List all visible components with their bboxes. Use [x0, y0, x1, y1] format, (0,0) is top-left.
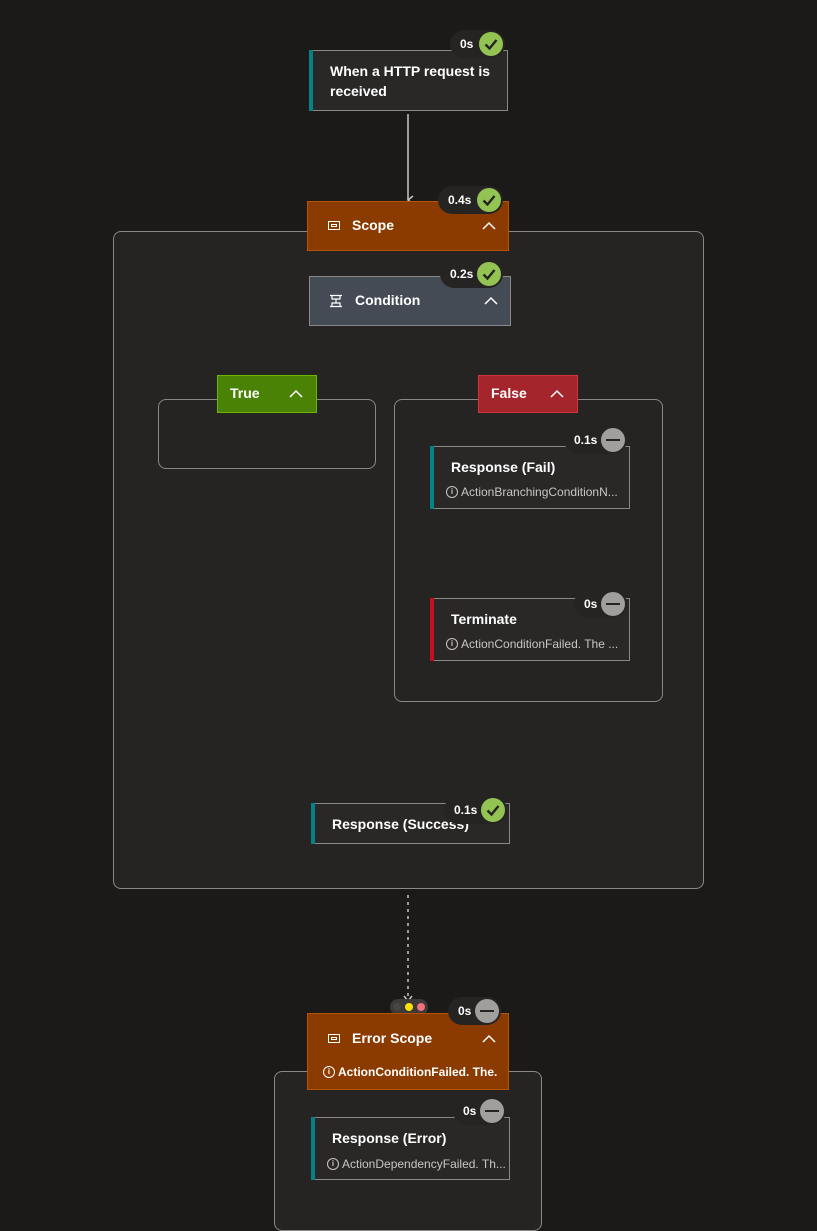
- response-success-title: Response (Success): [332, 816, 469, 832]
- trigger-title: When a HTTP request is received: [330, 63, 490, 99]
- card-accent: [430, 446, 434, 509]
- response-error-status-badge[interactable]: 0s: [453, 1097, 506, 1125]
- message-text: ActionConditionFailed. The ...: [461, 637, 619, 651]
- checkmark-icon: [477, 188, 501, 212]
- minus-icon: [601, 428, 625, 452]
- true-branch-header[interactable]: True: [217, 375, 317, 413]
- duration-label: 0.1s: [454, 803, 478, 817]
- checkmark-icon: [479, 32, 503, 56]
- run-after-indicator[interactable]: [390, 999, 428, 1015]
- chevron-up-icon[interactable]: [483, 293, 499, 309]
- response-error-card[interactable]: Response (Error) i ActionDependencyFaile…: [311, 1117, 510, 1180]
- response-fail-status-badge[interactable]: 0.1s: [564, 426, 627, 454]
- condition-icon: [329, 294, 343, 308]
- response-fail-title: Response (Fail): [451, 459, 556, 475]
- response-error-message: i ActionDependencyFailed. Th...: [327, 1157, 505, 1171]
- false-branch-header[interactable]: False: [478, 375, 578, 413]
- dot-yellow: [405, 1003, 413, 1011]
- dot-pink: [417, 1003, 425, 1011]
- terminate-status-badge[interactable]: 0s: [574, 590, 627, 618]
- checkmark-icon: [477, 262, 501, 286]
- card-accent: [309, 50, 313, 111]
- card-accent: [311, 803, 315, 844]
- dot-grey: [393, 1003, 401, 1011]
- response-fail-message: i ActionBranchingConditionN...: [446, 485, 624, 499]
- condition-status-badge[interactable]: 0.2s: [440, 260, 503, 288]
- scope-icon: [328, 1034, 340, 1043]
- duration-label: 0s: [584, 597, 598, 611]
- condition-header[interactable]: Condition: [309, 276, 511, 326]
- response-error-title: Response (Error): [332, 1130, 447, 1146]
- trigger-status-badge[interactable]: 0s: [450, 30, 505, 58]
- duration-label: 0s: [460, 37, 474, 51]
- duration-label: 0.4s: [448, 193, 472, 207]
- info-icon: i: [327, 1158, 339, 1170]
- minus-icon: [475, 999, 499, 1023]
- true-label: True: [230, 385, 260, 401]
- duration-label: 0.2s: [450, 267, 474, 281]
- duration-label: 0s: [458, 1004, 472, 1018]
- message-text: ActionDependencyFailed. Th...: [342, 1157, 505, 1171]
- info-icon: i: [446, 486, 458, 498]
- checkmark-icon: [481, 798, 505, 822]
- chevron-up-icon[interactable]: [481, 1031, 497, 1047]
- error-scope-header[interactable]: Error Scope i ActionConditionFailed. The…: [307, 1013, 509, 1090]
- chevron-up-icon[interactable]: [481, 218, 497, 234]
- info-icon: i: [323, 1066, 335, 1078]
- card-accent: [430, 598, 434, 661]
- scope-title: Scope: [352, 217, 395, 233]
- info-icon: i: [446, 638, 458, 650]
- duration-label: 0s: [463, 1104, 477, 1118]
- error-scope-message: i ActionConditionFailed. The...: [323, 1065, 498, 1079]
- scope-icon: [328, 221, 340, 230]
- message-text: ActionConditionFailed. The...: [338, 1065, 498, 1079]
- chevron-up-icon[interactable]: [549, 386, 565, 402]
- response-fail-card[interactable]: Response (Fail) i ActionBranchingConditi…: [430, 446, 630, 509]
- minus-icon: [480, 1099, 504, 1123]
- chevron-up-icon[interactable]: [288, 386, 304, 402]
- error-scope-status-badge[interactable]: 0s: [448, 997, 501, 1025]
- minus-icon: [601, 592, 625, 616]
- scope-status-badge[interactable]: 0.4s: [438, 186, 503, 214]
- trigger-card[interactable]: When a HTTP request is received: [309, 50, 508, 111]
- terminate-message: i ActionConditionFailed. The ...: [446, 637, 624, 651]
- error-scope-title: Error Scope: [352, 1030, 433, 1046]
- card-accent: [311, 1117, 315, 1180]
- message-text: ActionBranchingConditionN...: [461, 485, 618, 499]
- response-success-status-badge[interactable]: 0.1s: [444, 796, 507, 824]
- terminate-title: Terminate: [451, 611, 517, 627]
- duration-label: 0.1s: [574, 433, 598, 447]
- condition-title: Condition: [355, 292, 421, 308]
- false-label: False: [491, 385, 527, 401]
